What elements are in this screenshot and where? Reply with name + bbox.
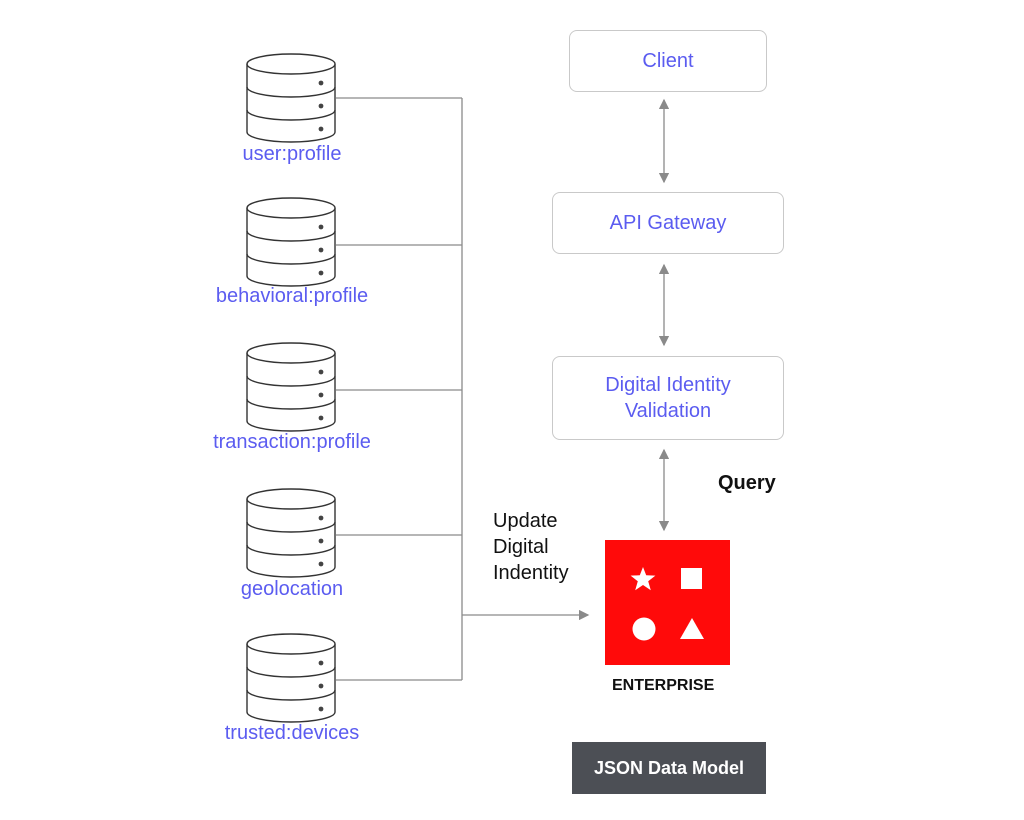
star-icon [630, 567, 656, 591]
database-icon [246, 53, 336, 143]
circle-icon [632, 617, 656, 641]
square-icon [681, 568, 702, 589]
update-label-line2: Digital [493, 536, 549, 558]
database-icon [246, 342, 336, 432]
triangle-icon [680, 618, 704, 639]
store-label-geolocation: geolocation [240, 578, 344, 600]
update-label-line3: Indentity [493, 562, 569, 584]
validation-label-line1: Digital Identity [605, 374, 731, 396]
database-icon [246, 488, 336, 578]
json-data-model-badge: JSON Data Model [572, 742, 766, 794]
validation-box: Digital Identity Validation [552, 356, 784, 440]
client-label: Client [642, 50, 694, 72]
validation-label-line2: Validation [624, 400, 712, 422]
api-gateway-label: API Gateway [609, 212, 727, 234]
enterprise-label: ENTERPRISE [612, 677, 715, 694]
database-icon [246, 197, 336, 287]
api-gateway-box: API Gateway [552, 192, 784, 254]
query-label: Query [718, 472, 776, 494]
store-label-behavioral-profile: behavioral:profile [215, 285, 369, 307]
store-label-trusted-devices: trusted:devices [224, 722, 360, 744]
update-label-line1: Update [493, 510, 558, 532]
store-label-transaction-profile: transaction:profile [213, 431, 371, 453]
store-label-user-profile: user:profile [242, 143, 342, 165]
json-data-model-label: JSON Data Model [593, 757, 745, 778]
update-label: Update Digital Indentity [493, 508, 569, 586]
client-box: Client [569, 30, 767, 92]
database-icon [246, 633, 336, 723]
enterprise-logo [605, 540, 730, 665]
